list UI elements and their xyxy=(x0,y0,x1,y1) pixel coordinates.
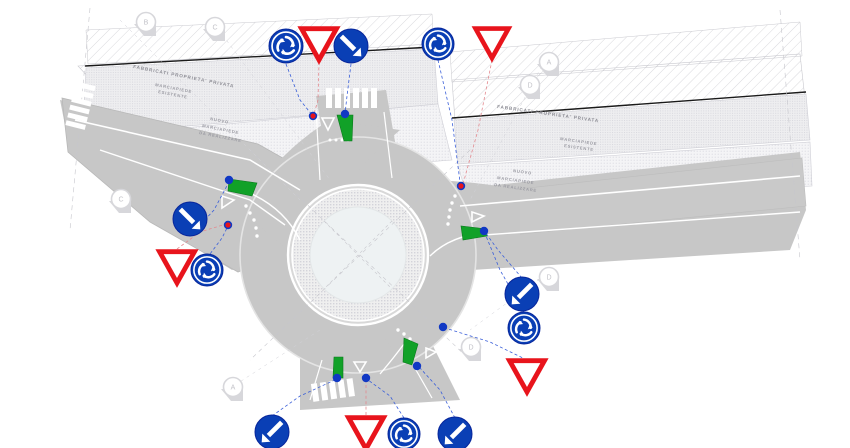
traffic-signs-layer[interactable] xyxy=(155,26,549,448)
sign-post-marker xyxy=(340,109,350,119)
cad-label: ESISTENTE xyxy=(158,89,188,100)
sign-post-marker xyxy=(224,175,234,185)
yield-sign[interactable] xyxy=(297,26,341,65)
mandatory-direction-sign[interactable] xyxy=(437,416,473,448)
callout-letter: A xyxy=(231,385,236,392)
sign-post-marker xyxy=(332,373,342,383)
roundabout-sign[interactable] xyxy=(421,27,455,61)
section-callouts: B C A D C D D A xyxy=(109,11,560,402)
roundabout-sign[interactable] xyxy=(387,417,421,448)
callout-letter: C xyxy=(212,25,217,32)
sign-post-marker xyxy=(361,373,371,383)
cad-label: MARCIAPIEDE xyxy=(560,136,598,146)
traffic-island-southwest xyxy=(332,356,344,379)
callout-letter: A xyxy=(547,60,552,67)
callout-letter: D xyxy=(546,275,551,282)
section-callout-a[interactable]: A xyxy=(221,376,244,402)
road-east-branch xyxy=(430,152,807,272)
sign-post-marker xyxy=(412,361,422,371)
roundabout-sign[interactable] xyxy=(507,311,541,345)
sign-post-markers xyxy=(223,109,489,383)
roundabout-outer-kerb xyxy=(239,136,477,374)
callout-letter: D xyxy=(468,345,473,352)
traffic-island-north xyxy=(336,114,354,142)
cad-label: MARCIAPIEDE xyxy=(497,175,535,185)
section-callout-a[interactable]: A xyxy=(537,51,560,77)
yield-sign[interactable] xyxy=(471,26,513,63)
sign-post-marker xyxy=(438,322,448,332)
callout-letter: B xyxy=(144,20,149,27)
cad-label: NUOVO xyxy=(210,116,230,125)
section-callout-c[interactable]: C xyxy=(203,16,226,42)
yield-sign[interactable] xyxy=(505,358,549,397)
roundabout-sign[interactable] xyxy=(190,253,224,287)
zebra-crossing-west xyxy=(65,81,96,130)
zebra-crossing-south xyxy=(310,378,355,402)
mandatory-direction-sign[interactable] xyxy=(333,28,369,64)
sidewalk-existing-right xyxy=(453,93,811,165)
section-callout-d[interactable]: D xyxy=(537,266,560,292)
yield-sign[interactable] xyxy=(155,249,199,288)
cad-label: DA REALIZZARE xyxy=(494,182,538,193)
yield-sign[interactable] xyxy=(344,415,388,448)
green-islands-layer xyxy=(227,114,488,379)
mandatory-direction-sign[interactable] xyxy=(504,276,540,312)
lane-markings xyxy=(74,109,801,401)
cad-label: NUOVO xyxy=(513,168,533,176)
cad-label: ESISTENTE xyxy=(564,143,594,152)
section-callout-d[interactable]: D xyxy=(459,336,482,362)
mandatory-direction-sign[interactable] xyxy=(172,201,208,237)
sign-post-marker xyxy=(479,226,489,236)
pavement-yield-triangles xyxy=(221,117,487,374)
give-way-markings xyxy=(244,138,457,347)
traffic-island-south xyxy=(402,337,419,366)
mandatory-direction-sign[interactable] xyxy=(254,414,290,448)
roundabout-sign[interactable] xyxy=(268,28,304,64)
section-callout-d[interactable]: D xyxy=(518,74,541,100)
post-anchor-red xyxy=(225,113,464,228)
callout-letter: C xyxy=(118,197,123,204)
traffic-island-west xyxy=(227,178,258,197)
section-callout-c[interactable]: C xyxy=(109,188,132,214)
callout-letter: D xyxy=(527,83,532,90)
section-callout-b[interactable]: B xyxy=(134,11,157,37)
